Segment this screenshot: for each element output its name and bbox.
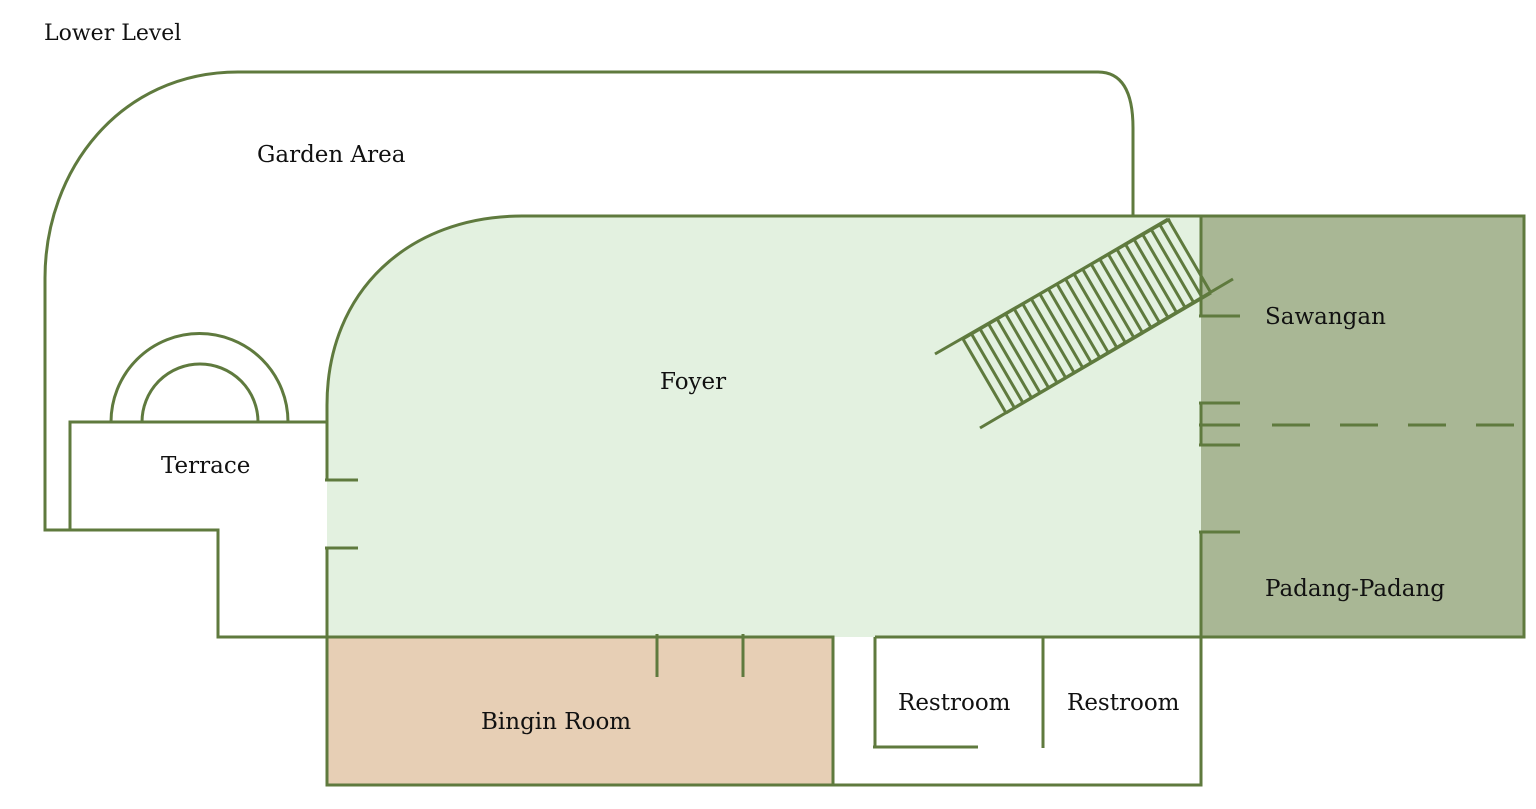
stair-tread: [1021, 303, 1068, 379]
room-label-sawangan: Sawangan: [1265, 304, 1386, 330]
stair-tread: [1038, 293, 1085, 369]
stair-tread: [1047, 288, 1093, 364]
room-label-padang-padang: Padang-Padang: [1265, 576, 1445, 602]
room-label-garden-area: Garden Area: [257, 142, 406, 168]
bingin-room[interactable]: [327, 637, 833, 785]
stair-tread: [1089, 263, 1136, 339]
stair-tread: [970, 333, 1016, 409]
restroom-block-outline: [833, 635, 1203, 787]
foyer-room[interactable]: [327, 216, 1201, 637]
page-title: Lower Level: [44, 21, 181, 46]
stair-tread: [1098, 258, 1144, 334]
stair-tread: [1055, 283, 1102, 359]
stair-tread: [1106, 253, 1153, 329]
stair-tread: [1158, 223, 1204, 299]
room-label-foyer: Foyer: [660, 369, 726, 395]
stair-tread: [1012, 308, 1059, 384]
stair-tread: [978, 328, 1025, 404]
stair-tread: [987, 323, 1033, 399]
stair-tread: [995, 318, 1042, 394]
stair-tread: [1064, 278, 1110, 354]
stair-tread: [1115, 248, 1162, 324]
stair-tread: [1072, 273, 1119, 349]
stair-tread: [1004, 313, 1051, 389]
room-label-bingin-room: Bingin Room: [481, 709, 631, 735]
stair-tread: [1030, 298, 1076, 374]
terrace-arch-outer: [109, 332, 290, 423]
stair-tread: [1149, 228, 1196, 304]
stair-tread: [1123, 243, 1170, 319]
stair-edge: [961, 338, 1008, 414]
stair-tread: [1141, 233, 1187, 309]
stair-tread: [1132, 238, 1179, 314]
terrace-outline: [68, 420, 327, 639]
stair-edge: [1166, 218, 1213, 294]
room-label-terrace: Terrace: [161, 453, 250, 479]
terrace-arch-inner: [140, 362, 260, 423]
room-label-restroom-right: Restroom: [1067, 690, 1180, 716]
garden-area-outline: [43, 70, 1135, 532]
foyer-wall-top: [325, 214, 1526, 639]
staircase: [934, 217, 1234, 430]
stair-tread: [1081, 268, 1127, 344]
room-label-restroom-left: Restroom: [898, 690, 1011, 716]
